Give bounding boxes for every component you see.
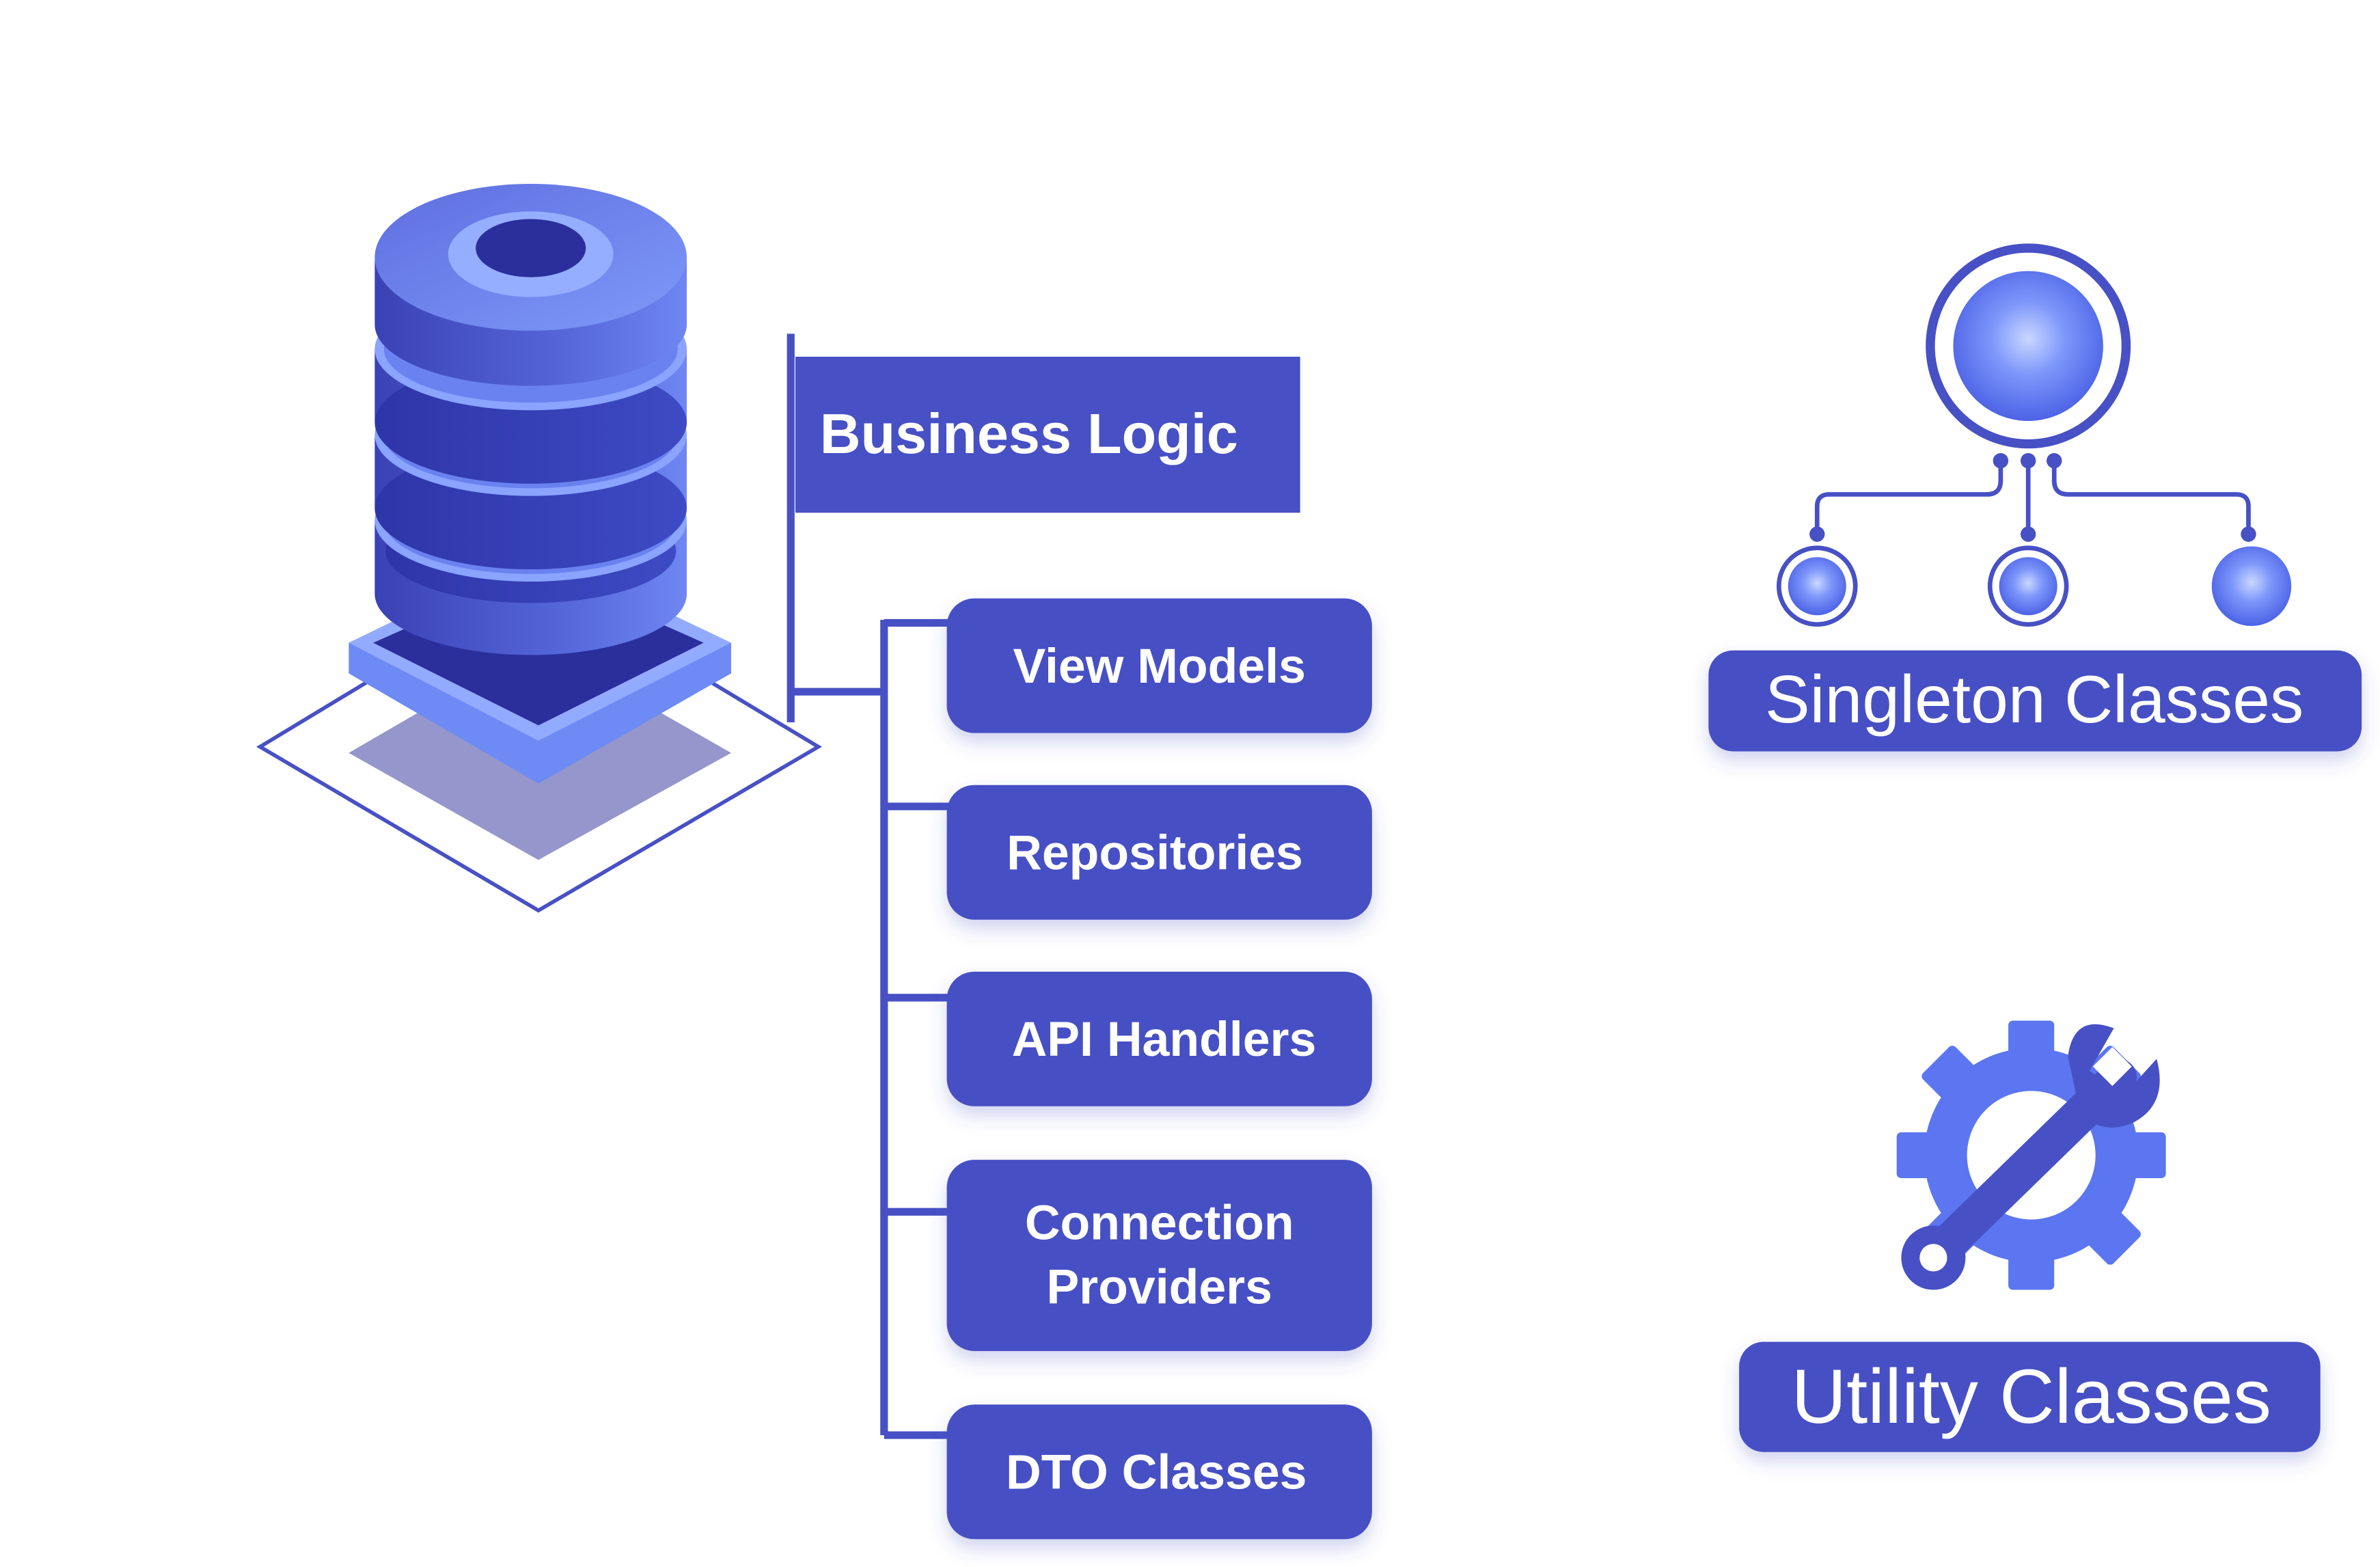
component-label: Connection	[1025, 1196, 1294, 1251]
component-view-models: View Models	[946, 598, 1372, 733]
gear-wrench-icon	[1896, 1020, 2166, 1290]
business-logic-header: Business Logic	[795, 356, 1300, 513]
component-label: DTO Classes	[1006, 1445, 1307, 1499]
database-top-disk	[374, 184, 687, 386]
singleton-classes-label-box: Singleton Classes	[1708, 650, 2362, 752]
singleton-classes-label: Singleton Classes	[1765, 662, 2303, 737]
component-api-handlers: API Handlers	[946, 971, 1372, 1106]
database-stack-icon	[256, 184, 823, 913]
component-label: API Handlers	[1012, 1012, 1317, 1067]
business-logic-label: Business Logic	[820, 402, 1238, 465]
component-label: Providers	[1047, 1260, 1272, 1315]
component-repositories: Repositories	[946, 785, 1372, 920]
component-label: View Models	[1013, 639, 1305, 694]
utility-classes-label-box: Utility Classes	[1739, 1341, 2321, 1452]
component-dto-classes: DTO Classes	[946, 1404, 1372, 1540]
component-connection-providers: Connection Providers	[946, 1160, 1372, 1351]
component-label: Repositories	[1007, 826, 1303, 880]
utility-classes-label: Utility Classes	[1791, 1354, 2271, 1439]
singleton-hierarchy-icon	[1776, 243, 2292, 627]
connector-lines	[787, 333, 952, 1439]
